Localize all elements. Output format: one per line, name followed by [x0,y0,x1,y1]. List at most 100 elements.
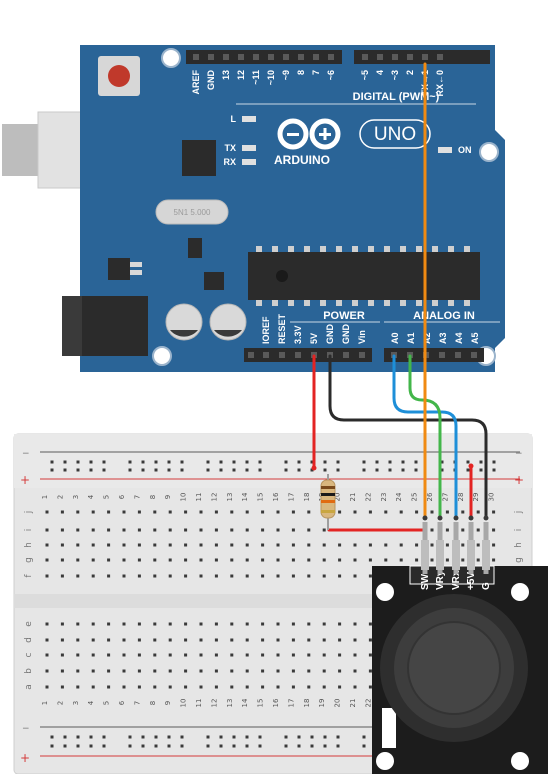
breadboard-hole[interactable] [445,528,449,532]
breadboard-hole[interactable] [199,510,203,514]
breadboard-hole[interactable] [291,528,295,532]
rail-hole[interactable] [180,468,184,472]
breadboard-hole[interactable] [322,574,326,578]
header-pin[interactable] [298,54,304,60]
breadboard-hole[interactable] [230,528,234,532]
rail-hole[interactable] [50,468,54,472]
header-pin[interactable] [407,54,413,60]
breadboard-hole[interactable] [322,669,326,673]
breadboard-hole[interactable] [261,558,265,562]
breadboard-hole[interactable] [353,638,357,642]
breadboard-hole[interactable] [291,653,295,657]
breadboard-hole[interactable] [445,510,449,514]
breadboard-hole[interactable] [107,685,111,689]
breadboard-hole[interactable] [214,622,218,626]
rail-hole[interactable] [167,744,171,748]
rail-hole[interactable] [89,744,93,748]
breadboard-hole[interactable] [291,510,295,514]
breadboard-hole[interactable] [122,653,126,657]
rail-hole[interactable] [388,460,392,464]
breadboard-hole[interactable] [492,528,496,532]
breadboard-hole[interactable] [245,558,249,562]
header-pin[interactable] [193,54,199,60]
rail-hole[interactable] [284,468,288,472]
breadboard-hole[interactable] [153,574,157,578]
breadboard-hole[interactable] [291,638,295,642]
breadboard-hole[interactable] [322,638,326,642]
rail-hole[interactable] [284,735,288,739]
rail-hole[interactable] [141,468,145,472]
breadboard-hole[interactable] [76,653,80,657]
breadboard-hole[interactable] [107,669,111,673]
breadboard-hole[interactable] [261,622,265,626]
breadboard-hole[interactable] [353,669,357,673]
breadboard-hole[interactable] [184,558,188,562]
breadboard-hole[interactable] [91,622,95,626]
breadboard-hole[interactable] [368,558,372,562]
breadboard-hole[interactable] [461,543,465,547]
breadboard-hole[interactable] [168,543,172,547]
breadboard-hole[interactable] [368,622,372,626]
breadboard-hole[interactable] [199,528,203,532]
header-pin[interactable] [359,352,365,358]
breadboard-hole[interactable] [291,622,295,626]
analog-pin-header[interactable] [384,348,484,362]
rail-hole[interactable] [258,468,262,472]
breadboard-hole[interactable] [91,574,95,578]
breadboard-hole[interactable] [122,558,126,562]
rail-hole[interactable] [232,744,236,748]
breadboard-hole[interactable] [338,685,342,689]
breadboard-hole[interactable] [291,558,295,562]
breadboard-hole[interactable] [322,543,326,547]
breadboard-hole[interactable] [245,543,249,547]
breadboard-hole[interactable] [153,543,157,547]
rail-hole[interactable] [362,468,366,472]
breadboard-hole[interactable] [261,510,265,514]
breadboard-hole[interactable] [107,638,111,642]
breadboard-hole[interactable] [153,528,157,532]
rail-hole[interactable] [310,468,314,472]
breadboard-hole[interactable] [261,685,265,689]
breadboard-hole[interactable] [245,653,249,657]
rail-hole[interactable] [375,468,379,472]
rail-hole[interactable] [375,460,379,464]
header-pin[interactable] [437,54,443,60]
rail-hole[interactable] [336,460,340,464]
header-pin[interactable] [295,352,301,358]
breadboard-hole[interactable] [307,653,311,657]
breadboard-hole[interactable] [338,653,342,657]
rail-hole[interactable] [479,468,483,472]
breadboard-hole[interactable] [261,638,265,642]
breadboard-hole[interactable] [76,558,80,562]
breadboard-hole[interactable] [153,685,157,689]
breadboard-hole[interactable] [153,558,157,562]
rail-hole[interactable] [297,735,301,739]
breadboard-hole[interactable] [230,510,234,514]
rail-hole[interactable] [76,460,80,464]
breadboard-hole[interactable] [214,510,218,514]
breadboard-hole[interactable] [338,638,342,642]
breadboard-hole[interactable] [276,622,280,626]
rail-hole[interactable] [206,744,210,748]
rail-hole[interactable] [219,460,223,464]
breadboard-hole[interactable] [307,558,311,562]
breadboard-hole[interactable] [230,685,234,689]
breadboard-hole[interactable] [153,638,157,642]
breadboard-hole[interactable] [368,638,372,642]
breadboard-hole[interactable] [230,543,234,547]
breadboard-hole[interactable] [184,622,188,626]
breadboard-hole[interactable] [199,638,203,642]
rail-hole[interactable] [102,468,106,472]
joystick-knob[interactable] [407,621,501,715]
rail-hole[interactable] [128,744,132,748]
breadboard-hole[interactable] [368,685,372,689]
breadboard-hole[interactable] [91,558,95,562]
breadboard-hole[interactable] [430,558,434,562]
rail-hole[interactable] [258,735,262,739]
header-pin[interactable] [455,352,461,358]
rail-hole[interactable] [401,460,405,464]
breadboard-hole[interactable] [91,669,95,673]
rail-hole[interactable] [128,468,132,472]
rail-hole[interactable] [128,460,132,464]
